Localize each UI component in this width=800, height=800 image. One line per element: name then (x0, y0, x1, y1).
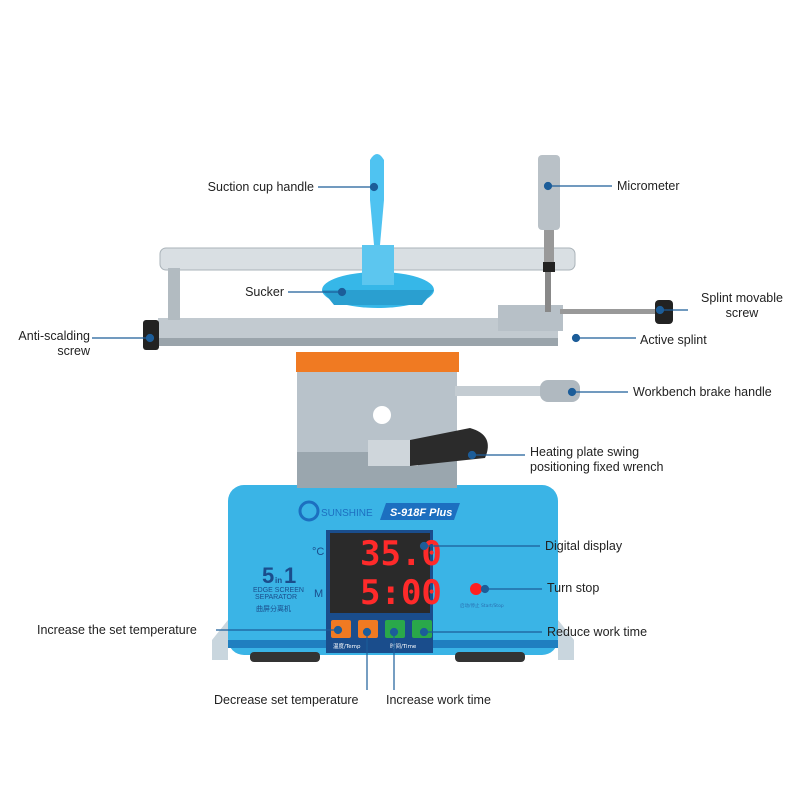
label-line-1: Heating plate swing (530, 445, 640, 459)
brake-handle (455, 386, 565, 396)
model-text: S-918F Plus (390, 507, 452, 519)
label-decrease-set-temperature: Decrease set temperature (214, 693, 359, 707)
time-readout: 5:00 (360, 573, 442, 613)
label-suction-cup-handle: Suction cup handle (207, 180, 314, 194)
brand-text: SUNSHINE (321, 508, 373, 519)
time-button-label: 时间/Time (390, 642, 417, 650)
badge-1: 1 (284, 563, 296, 588)
time-unit: M (314, 588, 323, 600)
label-line-2: screw (57, 344, 90, 358)
leader-lines (92, 181, 688, 690)
label-line-1: Splint movable (701, 291, 783, 305)
label-active-splint: Active splint (640, 333, 707, 347)
label-turn-stop: Turn stop (547, 581, 600, 595)
subtitle-1: EDGE SCREEN (253, 587, 304, 594)
temperature-readout: 35.0 (360, 534, 442, 574)
label-digital-display: Digital display (545, 539, 623, 553)
badge-5: 5 (262, 563, 274, 588)
sunshine-logo-icon (298, 500, 320, 522)
label-splint-movable-screw: Splint movable screw (692, 291, 792, 321)
label-workbench-brake-handle: Workbench brake handle (633, 385, 772, 399)
subtitle-2: SEPARATOR (255, 594, 297, 601)
label-line-2: positioning fixed wrench (530, 460, 664, 474)
temp-button-label: 温度/Temp (333, 642, 361, 650)
start-stop-button[interactable] (470, 583, 482, 595)
label-micrometer: Micrometer (617, 179, 680, 193)
label-anti-scalding-screw: Anti-scalding screw (6, 329, 90, 359)
subtitle-cn: 曲屏分离机 (256, 604, 291, 613)
label-line-1: Anti-scalding (18, 329, 90, 343)
micrometer-body (538, 155, 560, 230)
badge-in: in (275, 576, 282, 585)
label-reduce-work-time: Reduce work time (547, 625, 648, 639)
label-increase-set-temperature: Increase the set temperature (37, 623, 197, 637)
label-line-2: screw (725, 306, 759, 320)
label-increase-work-time: Increase work time (386, 693, 491, 707)
temp-unit: °C (312, 546, 324, 558)
label-sucker: Sucker (245, 285, 284, 299)
label-heating-plate-wrench: Heating plate swing positioning fixed wr… (530, 445, 663, 475)
start-stop-label: 启动/停止 Start/Stop (460, 602, 504, 609)
